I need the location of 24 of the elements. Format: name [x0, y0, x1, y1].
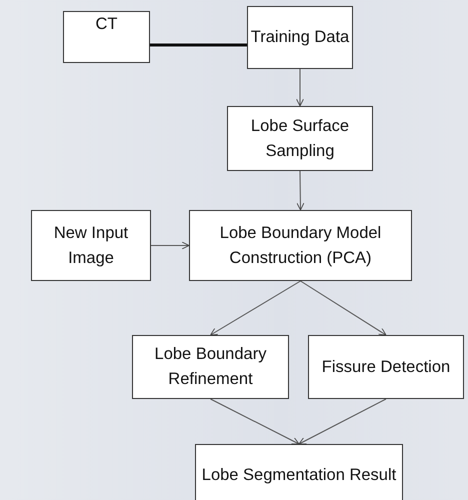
box-label: Fissure Detection: [322, 356, 450, 378]
process-box: [227, 106, 373, 171]
arrow: [300, 280, 386, 336]
process-box: [189, 210, 412, 281]
box-label: Training Data: [250, 27, 350, 48]
arrow: [210, 280, 301, 336]
process-box: [63, 11, 150, 63]
process-box: [308, 335, 464, 399]
box-label: New Input Image: [52, 222, 130, 268]
arrow: [210, 398, 300, 444]
box-label: CT: [96, 14, 118, 35]
connector-line: [150, 44, 247, 46]
box-label: Lobe Segmentation Result: [202, 464, 396, 486]
box-label: Lobe Boundary Refinement: [154, 344, 268, 390]
box-label: Lobe Boundary Model Construction (PCA): [218, 222, 382, 268]
arrow: [298, 398, 386, 444]
process-box: [31, 210, 151, 281]
process-box: [195, 444, 403, 500]
box-label: Lobe Surface Sampling: [250, 116, 350, 162]
arrow: [296, 68, 304, 106]
arrow: [296, 170, 304, 210]
arrow: [150, 242, 190, 250]
process-box: [247, 6, 353, 69]
process-box: [132, 335, 289, 399]
